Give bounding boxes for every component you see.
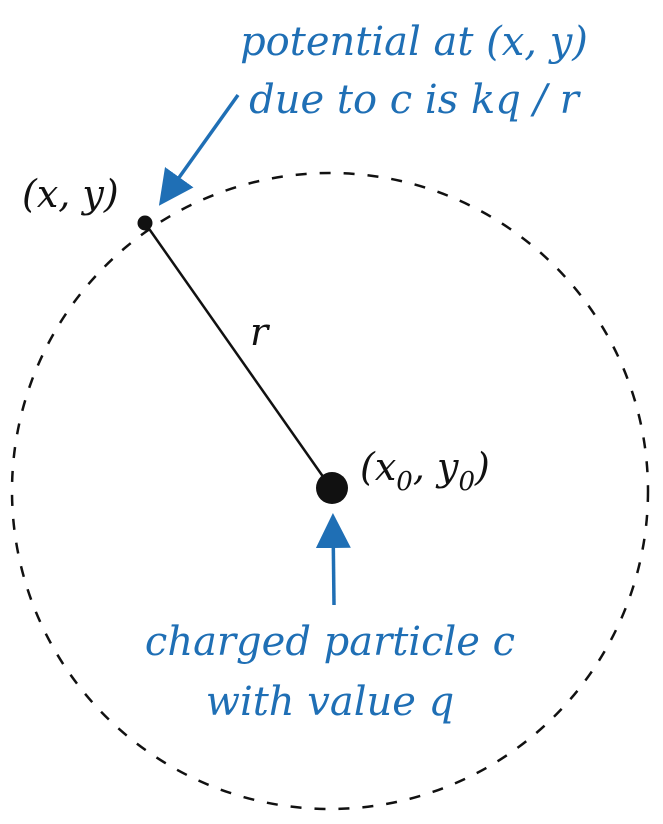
center-label-sub-y: 0 [458, 467, 475, 497]
charged-particle [316, 472, 348, 504]
top-annotation-line2: due to c is kq / r [249, 77, 582, 123]
center-label-mid: , y [413, 445, 459, 489]
radius-line [143, 222, 333, 489]
center-label-close: ) [474, 445, 490, 489]
center-label-sub-x: 0 [396, 467, 413, 497]
top-annotation-line1: potential at (x, y) [240, 19, 588, 65]
bottom-arrow [315, 513, 351, 606]
center-label: (x0, y0) [360, 445, 490, 497]
top-arrow [158, 93, 240, 206]
center-label-open: (x [360, 445, 396, 489]
potential-circle [10, 171, 650, 811]
bottom-annotation-line2: with value q [206, 679, 455, 725]
point-label: (x, y) [22, 172, 119, 216]
distance-label: r [250, 310, 271, 354]
point-marker [137, 215, 153, 231]
bottom-annotation-line1: charged particle c [145, 619, 515, 665]
